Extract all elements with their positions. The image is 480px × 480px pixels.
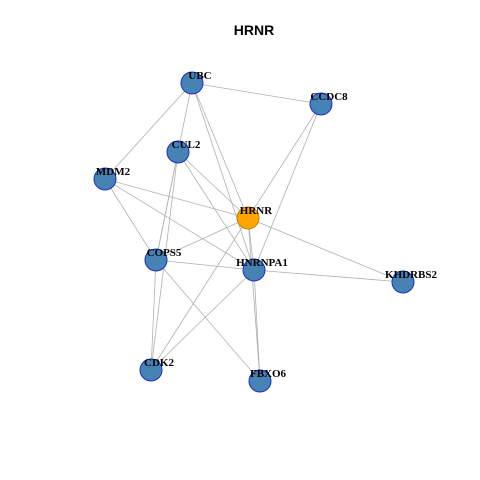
node-ubc (180, 71, 204, 95)
node-label-khdrbs2: KHDRBS2 (385, 269, 437, 281)
edge-cul2-hrnr (177, 151, 249, 219)
node-label-fbxo6: FBXO6 (250, 368, 287, 380)
node-hnrnpa1 (242, 258, 266, 282)
edge-hrnr-fbxo6 (247, 217, 261, 382)
node-ccdc8 (309, 92, 333, 116)
edge-ubc-hnrnpa1 (191, 82, 255, 271)
edge-mdm2-hrnr (104, 178, 249, 219)
node-label-hrnr: HRNR (240, 205, 273, 217)
node-cops5 (144, 248, 168, 272)
edge-hrnr-khdrbs2 (247, 217, 404, 283)
edge-ccdc8-hnrnpa1 (253, 103, 322, 271)
edge-cops5-cdk2 (150, 259, 157, 371)
node-hrnr (236, 206, 260, 230)
edge-cops5-fbxo6 (155, 259, 261, 382)
node-cul2 (166, 140, 190, 164)
edge-cul2-hnrnpa1 (177, 151, 255, 271)
node-mdm2 (93, 167, 117, 191)
node-label-hnrnpa1: HNRNPA1 (236, 257, 288, 269)
edge-ubc-hrnr (191, 82, 249, 219)
edge-cul2-cops5 (155, 151, 179, 261)
edge-hrnr-cops5 (155, 217, 249, 261)
node-label-cops5: COPS5 (147, 247, 182, 259)
node-fbxo6 (248, 369, 272, 393)
node-label-mdm2: MDM2 (96, 166, 131, 178)
edge-hrnr-cdk2 (150, 217, 249, 371)
edge-ubc-mdm2 (104, 82, 193, 180)
edge-hnrnpa1-khdrbs2 (253, 269, 404, 283)
edge-mdm2-hnrnpa1 (104, 178, 255, 271)
node-label-ubc: UBC (188, 70, 211, 82)
node-label-cul2: CUL2 (172, 139, 201, 151)
edges-layer (104, 82, 404, 382)
node-label-cdk2: CDK2 (144, 357, 174, 369)
edge-ccdc8-hrnr (247, 103, 322, 219)
node-label-ccdc8: CCDC8 (310, 91, 348, 103)
nodes-layer (93, 71, 415, 393)
edge-hnrnpa1-fbxo6 (253, 269, 261, 382)
node-khdrbs2 (391, 270, 415, 294)
edge-ubc-ccdc8 (191, 82, 322, 105)
node-cdk2 (139, 358, 163, 382)
edge-mdm2-cops5 (104, 178, 157, 261)
edge-hnrnpa1-cdk2 (150, 269, 255, 371)
diagram-title: HRNR (234, 22, 274, 38)
edge-cops5-hnrnpa1 (155, 259, 255, 271)
